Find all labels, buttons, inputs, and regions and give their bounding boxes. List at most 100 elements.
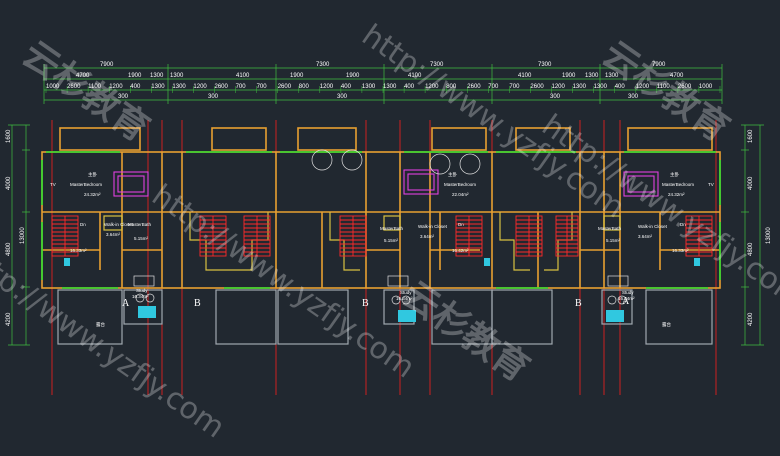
- dim-bottom-27: 1300: [594, 84, 608, 90]
- label-master-bedroom-cn-r: 主卧: [670, 171, 679, 178]
- dim-mid-10: 1900: [562, 73, 576, 79]
- label-bath-area-l: 5.15m²: [134, 236, 149, 241]
- dim-mid-3: 1300: [150, 73, 164, 79]
- lower-rooms: [57, 289, 713, 345]
- label-bath-r: MasterBath: [598, 226, 622, 231]
- dim-bottom-row: 1000 2600 1100 1200 400 1300 1300 1200 2600 700 70…: [46, 84, 713, 90]
- dim-bottom-29: 1200: [636, 84, 650, 90]
- dim-bottom-6: 1300: [151, 84, 165, 90]
- dim-bottom-12: 2600: [278, 84, 292, 90]
- label-closet-r: Walk-in Closet: [638, 224, 668, 229]
- dim-bottom-24: 2600: [530, 84, 544, 90]
- label-master-bedroom-area-r: 24.32m²: [668, 192, 685, 197]
- label-bath-m: MasterBath: [380, 226, 404, 231]
- dim-top-3: 7300: [430, 62, 444, 68]
- dim-mid-1: 4700: [76, 73, 90, 79]
- stairs: [51, 215, 713, 257]
- dim-bottom-5: 400: [130, 84, 141, 90]
- label-closet-area-m: 3.64m²: [420, 234, 435, 239]
- dim-top-5: 7900: [652, 62, 666, 68]
- dim-bottom-31: 2600: [678, 84, 692, 90]
- dim-bottom-30: 1100: [657, 84, 671, 90]
- unit-letter-b-3: B: [575, 298, 582, 309]
- dim-bottom-19: 1200: [425, 84, 439, 90]
- dim-bottom-10: 700: [236, 84, 247, 90]
- windows: [41, 151, 721, 289]
- watermark-url-1: http://www.yzfjy.com: [355, 18, 630, 226]
- dim-sub-4: 300: [550, 94, 561, 100]
- dim-mid-4: 1300: [170, 73, 184, 79]
- label-tv-l: TV: [50, 182, 56, 187]
- label-master-bedroom-l: MasterBedroom: [70, 182, 102, 187]
- dim-left-3: 4800: [6, 242, 12, 256]
- dim-bottom-3: 1100: [88, 84, 102, 90]
- dim-sub-3: 300: [337, 94, 348, 100]
- dim-mid-7: 1900: [346, 73, 360, 79]
- label-bath-l: MasterBath: [128, 222, 152, 227]
- dim-sub-row: 300 300 300 300 300: [118, 94, 639, 100]
- label-tv-r: TV: [708, 182, 714, 187]
- walls: [41, 127, 721, 289]
- dim-left-4: 4200: [6, 312, 12, 326]
- dim-left-total: 13000: [20, 227, 26, 244]
- watermark-url-2: http://www.yzfjy.com: [145, 178, 420, 386]
- watermark-brand-3: 云杉教育: [595, 34, 736, 150]
- label-stair-area-l: 16.33m²: [70, 248, 87, 253]
- label-stair-area-r: 16.33m²: [672, 248, 689, 253]
- dim-right-side: 1600 4000 4800 4200 13000: [748, 129, 772, 326]
- label-study-area-l: 16.34m²: [132, 294, 149, 299]
- dim-bottom-1: 1000: [46, 84, 60, 90]
- watermark-brand-1: 云杉教育: [15, 34, 156, 150]
- dim-sub-1: 300: [118, 94, 129, 100]
- dimension-ticks-fine: [45, 86, 721, 93]
- dim-mid-6: 1900: [290, 73, 304, 79]
- unit-letter-a-right: A: [622, 296, 630, 307]
- dim-left-side: 1600 4000 4800 4200 13000: [6, 129, 26, 326]
- dim-bottom-11: 700: [257, 84, 268, 90]
- dim-mid-8: 4100: [408, 73, 422, 79]
- dim-bottom-14: 1200: [320, 84, 334, 90]
- unit-letter-b-2: B: [362, 298, 369, 309]
- dim-right-2: 4000: [748, 176, 754, 190]
- dim-bottom-32: 1000: [699, 84, 713, 90]
- label-balcony-r: 露台: [662, 321, 671, 328]
- dim-right-1: 1600: [748, 129, 754, 143]
- dim-mid-13: 4700: [670, 73, 684, 79]
- bed-right: [623, 171, 659, 197]
- unit-letter-b-1: B: [194, 298, 201, 309]
- label-study-m: Study: [400, 290, 412, 295]
- fixtures: [133, 149, 629, 305]
- desks: [64, 258, 700, 322]
- dim-bottom-20: 800: [446, 84, 457, 90]
- dim-mid-11: 1300: [585, 73, 599, 79]
- dim-mid-9: 4100: [518, 73, 532, 79]
- unit-letter-a-left: A: [122, 298, 130, 309]
- bed-left: [113, 171, 149, 197]
- dim-bottom-15: 400: [341, 84, 352, 90]
- label-master-bedroom-area-l: 24.32m²: [84, 192, 101, 197]
- dim-bottom-18: 400: [404, 84, 415, 90]
- room-labels-right: 主卧 MasterBedroom 24.32m² TV MasterBath 5…: [598, 171, 714, 328]
- room-labels-left: 主卧 MasterBedroom 24.32m² TV Dn 16.33m² W…: [50, 171, 152, 328]
- dim-mid-12: 1300: [605, 73, 619, 79]
- label-closet-l: Walk-in Closet: [104, 222, 134, 227]
- dimension-lines: [8, 64, 764, 346]
- dim-bottom-7: 1300: [172, 84, 186, 90]
- label-closet-m: Walk-in Closet: [418, 224, 448, 229]
- label-dn-r: Dn: [680, 222, 686, 227]
- dim-right-total: 13000: [766, 227, 772, 244]
- label-balcony-l: 露台: [96, 321, 105, 328]
- dim-bottom-4: 1200: [109, 84, 123, 90]
- beds: [113, 169, 659, 197]
- label-study-area-r: 16.34m²: [618, 296, 635, 301]
- dim-bottom-9: 2600: [215, 84, 229, 90]
- label-master-bedroom-cn-m: 主卧: [448, 171, 457, 178]
- watermark-brand-2: 云杉教育: [395, 274, 536, 390]
- dim-bottom-23: 700: [509, 84, 520, 90]
- label-master-bedroom-cn-l: 主卧: [88, 171, 97, 178]
- dim-bottom-13: 800: [299, 84, 310, 90]
- dim-bottom-22: 700: [488, 84, 499, 90]
- dim-bottom-25: 1200: [552, 84, 566, 90]
- bed-middle: [403, 169, 439, 195]
